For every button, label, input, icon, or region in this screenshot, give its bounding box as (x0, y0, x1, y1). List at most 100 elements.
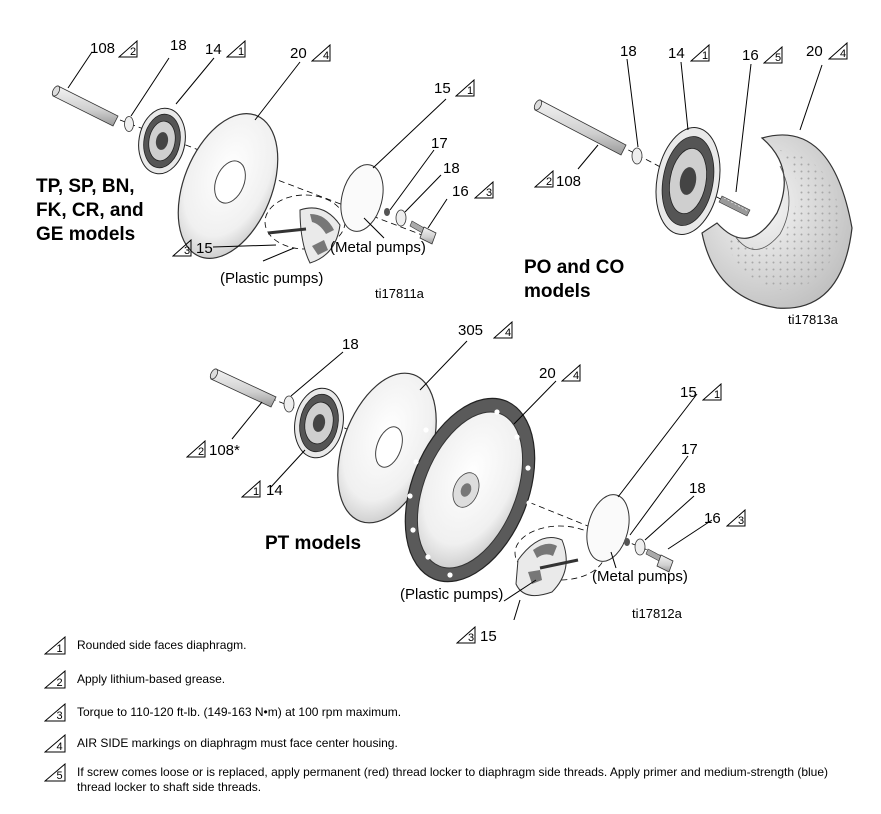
washer-18-top-right (631, 147, 643, 165)
top-right-title-line-1: PO and CO (524, 257, 625, 278)
label-15-plastic-middle: 15 (480, 628, 497, 645)
note-3-triangle-icon: 3 (172, 239, 192, 257)
svg-text:1: 1 (253, 486, 259, 498)
svg-text:1: 1 (714, 389, 720, 401)
note-4-triangle-icon: 4 (561, 364, 581, 382)
diaphragm-plate-14-top-left (138, 107, 186, 175)
label-17-top-left: 17 (431, 135, 448, 152)
label-18b-middle: 18 (689, 480, 706, 497)
label-305-middle: 305 (458, 322, 484, 339)
label-18b-top-left: 18 (443, 160, 460, 177)
label-108-top-right: 108 (556, 173, 582, 190)
bolt-16-top-left (409, 220, 437, 245)
metal-plate-15-middle (586, 494, 630, 562)
note-text: If screw comes loose or is replaced, app… (77, 765, 829, 794)
label-20-middle: 20 (539, 365, 556, 382)
top-right-assembly (533, 99, 853, 309)
label-15-metal-top-left: 15 (434, 80, 451, 97)
label-14-top-right: 14 (668, 45, 685, 62)
o-ring-17-middle (624, 538, 630, 546)
svg-text:4: 4 (505, 327, 511, 339)
note-4-triangle-icon: 4 (493, 321, 513, 339)
label-17-middle: 17 (681, 441, 698, 458)
diagram-id-top-right: ti17813a (788, 312, 838, 327)
svg-text:3: 3 (57, 710, 63, 722)
shaft-108-top-left (51, 85, 119, 127)
note-3-triangle-icon: 3 (726, 509, 746, 527)
top-left-title-line-1: TP, SP, BN, (36, 176, 135, 197)
label-108-middle: 108* (209, 442, 240, 459)
diagram-id-middle: ti17812a (632, 606, 682, 621)
note-number-triangle-icon: 5 (44, 763, 66, 782)
top-left-title-line-3: GE models (36, 224, 136, 245)
note-5-triangle-icon: 5 (763, 46, 783, 64)
middle-assembly (209, 368, 674, 597)
shaft-108-middle (209, 368, 277, 408)
plastic-plate-15-top-left (267, 207, 341, 264)
note-number-triangle-icon: 3 (44, 703, 66, 722)
label-18-top-left: 18 (170, 37, 187, 54)
label-14-middle: 14 (266, 482, 283, 499)
label-18-top-right: 18 (620, 43, 637, 60)
washer-18-top-left (124, 116, 134, 132)
svg-text:1: 1 (238, 46, 244, 58)
note-4-triangle-icon: 4 (311, 44, 331, 62)
diaphragm-plate-14-top-right (655, 127, 721, 235)
note-text: Rounded side faces diaphragm. (77, 638, 247, 652)
label-16-top-left: 16 (452, 183, 469, 200)
washer-18-middle (283, 395, 295, 413)
note-1-triangle-icon: 1 (241, 480, 261, 498)
note-text: Apply lithium-based grease. (77, 672, 226, 686)
label-16-top-right: 16 (742, 47, 759, 64)
svg-text:3: 3 (486, 187, 492, 199)
svg-text:2: 2 (198, 446, 204, 458)
middle-title: PT models (265, 533, 362, 554)
svg-text:1: 1 (702, 50, 708, 62)
svg-text:2: 2 (130, 46, 136, 58)
diaphragm-20-middle (404, 397, 536, 583)
label-plastic-pumps-middle: (Plastic pumps) (400, 586, 504, 603)
note-3-triangle-icon: 3 (474, 181, 494, 199)
metal-plate-15-top-left (340, 164, 384, 232)
o-ring-17-top-left (384, 208, 390, 216)
note-number-triangle-icon: 4 (44, 734, 66, 753)
label-20-top-right: 20 (806, 43, 823, 60)
label-15-metal-middle: 15 (680, 384, 697, 401)
svg-text:1: 1 (467, 85, 473, 97)
label-plastic-pumps-top-left: (Plastic pumps) (220, 270, 324, 287)
label-metal-pumps-top-left: (Metal pumps) (330, 239, 426, 256)
washer-18b-top-left (395, 209, 407, 227)
diaphragm-plate-14-middle (294, 387, 344, 459)
note-1-triangle-icon: 1 (226, 40, 246, 58)
label-15-plastic-top-left: 15 (196, 240, 213, 257)
svg-text:5: 5 (57, 770, 63, 782)
note-2-triangle-icon: 2 (118, 40, 138, 58)
top-right-title: PO and CO models (524, 256, 624, 304)
svg-text:4: 4 (323, 50, 329, 62)
bolt-16-middle (645, 548, 674, 573)
diaphragm-20-top-left (177, 113, 279, 259)
svg-text:4: 4 (57, 741, 63, 753)
shaft-108-top-right (533, 99, 627, 156)
label-metal-pumps-middle: (Metal pumps) (592, 568, 688, 585)
top-left-assembly (51, 85, 437, 264)
exploded-view-drawing (51, 51, 853, 620)
note-text: Torque to 110-120 ft-lb. (149-163 N•m) a… (77, 705, 402, 719)
svg-text:1: 1 (57, 643, 63, 655)
svg-text:2: 2 (546, 176, 552, 188)
note-number-triangle-icon: 1 (44, 636, 66, 655)
svg-text:3: 3 (738, 515, 744, 527)
note-2-triangle-icon: 2 (534, 170, 554, 188)
note-1-triangle-icon: 1 (690, 44, 710, 62)
bolt-16-top-right (718, 195, 751, 217)
top-right-title-line-2: models (524, 281, 591, 302)
label-18-middle: 18 (342, 336, 359, 353)
svg-text:3: 3 (468, 632, 474, 644)
svg-text:2: 2 (57, 677, 63, 689)
label-16-middle: 16 (704, 510, 721, 527)
label-108-top-left: 108 (90, 40, 116, 57)
svg-text:4: 4 (840, 48, 846, 60)
top-left-title-line-2: FK, CR, and (36, 200, 144, 221)
svg-text:4: 4 (573, 370, 579, 382)
note-text: AIR SIDE markings on diaphragm must face… (77, 736, 398, 750)
